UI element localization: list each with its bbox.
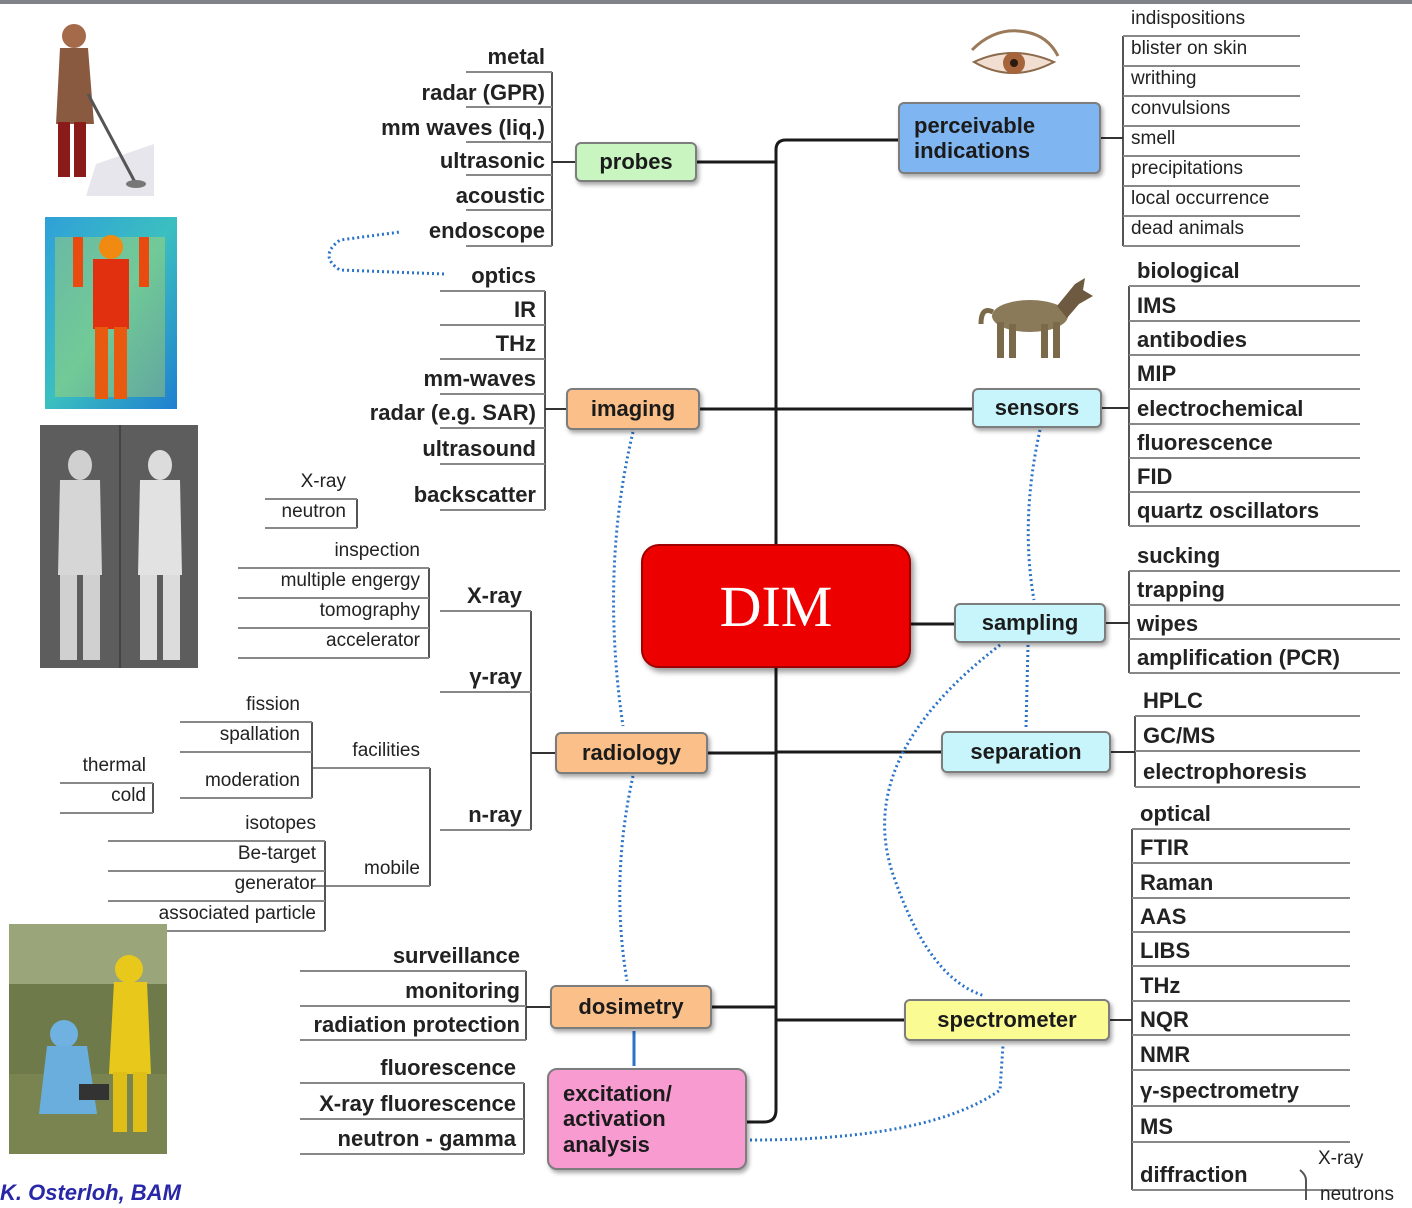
leaf-be-target: Be-target [237,843,316,864]
leaf-raman: Raman [1140,870,1214,895]
author-credit: K. Osterloh, BAM [0,1180,181,1205]
eye-drawing [966,22,1060,92]
leaf-surveillance: surveillance [392,943,520,968]
leaf-optics: optics [471,263,536,288]
leaf-multiple-engergy: multiple engergy [280,570,420,591]
leaf-neutron-gamma: neutron - gamma [337,1126,516,1151]
leaf-precipitations: precipitations [1131,158,1243,179]
central-node-dim: DIM [641,544,911,668]
leaf-dead-animals: dead animals [1131,218,1245,239]
leaf-nqr: NQR [1140,1007,1189,1032]
leaf-tomography: tomography [319,600,420,621]
leaf-hplc: HPLC [1143,688,1203,713]
top-rule [0,0,1412,4]
leaf-xray-fluorescence: X-ray fluorescence [319,1091,516,1116]
leaf-facilities: facilities [352,740,420,761]
leaf-thermal: thermal [82,755,146,776]
leaf-antibodies: antibodies [1137,327,1248,352]
leaf-writhing: writhing [1131,68,1197,89]
hub-imaging: imaging [566,388,700,430]
leaf-optical: optical [1140,801,1211,826]
leaf-sucking: sucking [1137,543,1221,568]
leaf-thz-imaging: THz [495,331,536,356]
leaf-endoscope: endoscope [428,218,545,243]
leaf-n-ray: n-ray [468,802,522,827]
leaf-xray: X-ray [466,583,522,608]
leaf-gamma-ray: γ-ray [469,664,522,689]
leaf-electrophoresis: electrophoresis [1143,759,1307,784]
leaf-ir: IR [514,297,536,322]
leaf-radar-sar: radar (e.g. SAR) [369,400,536,425]
leaf-radar-gpr: radar (GPR) [421,80,545,105]
leaf-mm-waves: mm-waves [423,366,536,391]
leaf-smell: smell [1131,128,1176,149]
leaf-biological: biological [1137,258,1240,283]
leaf-fluorescence-excitation: fluorescence [380,1055,516,1080]
leaf-fid: FID [1137,464,1173,489]
leaf-diffraction-xray: X-ray [1318,1148,1364,1169]
hub-radiology: radiology [555,732,708,774]
leaf-aas: AAS [1140,904,1187,929]
leaf-fluorescence-sensor: fluorescence [1137,430,1273,455]
leaf-libs: LIBS [1140,938,1191,963]
leaf-wipes: wipes [1137,611,1199,636]
leaf-diffraction-neutrons: neutrons [1320,1184,1394,1205]
leaf-indispositions: indispositions [1131,8,1246,29]
leaf-associated-particle: associated particle [158,903,316,924]
leaf-ims: IMS [1137,293,1177,318]
hub-sampling: sampling [954,603,1106,643]
leaf-gamma-spectrometry: γ-spectrometry [1140,1078,1299,1103]
hub-probes: probes [575,142,697,182]
leaf-acoustic: acoustic [455,183,545,208]
leaf-trapping: trapping [1137,577,1225,602]
leaf-accelerator: accelerator [326,630,420,651]
leaf-ultrasonic: ultrasonic [439,148,545,173]
leaf-isotopes: isotopes [245,813,316,834]
leaf-radiation-protection: radiation protection [313,1012,520,1037]
leaf-convulsions: convulsions [1131,98,1231,119]
leaf-quartz-oscillators: quartz oscillators [1137,498,1320,523]
thermal-image-person [45,217,177,409]
leaf-amplification-pcr: amplification (PCR) [1137,645,1340,670]
leaf-moderation: moderation [204,770,300,791]
photo-person-metal-detector [36,14,156,196]
leaf-mobile: mobile [364,858,420,879]
hub-excitation-activation-analysis: excitation/ activation analysis [547,1068,747,1170]
leaf-backscatter-neutron: neutron [281,501,346,522]
leaf-ms: MS [1140,1114,1173,1139]
leaf-metal: metal [487,44,545,69]
backscatter-xray-image [40,425,198,668]
hub-spectrometer: spectrometer [904,999,1110,1041]
leaf-spallation: spallation [219,724,300,745]
leaf-electrochemical: electrochemical [1137,396,1304,421]
hub-separation: separation [941,731,1111,773]
leaf-nmr: NMR [1140,1042,1191,1067]
leaf-ftir: FTIR [1140,835,1189,860]
hub-sensors: sensors [972,388,1102,428]
leaf-cold: cold [111,785,146,806]
leaf-backscatter: backscatter [413,482,536,507]
leaf-fission: fission [246,694,300,715]
leaf-diffraction: diffraction [1140,1162,1248,1187]
leaf-mip: MIP [1137,361,1177,386]
leaf-local-occurrence: local occurrence [1131,188,1270,209]
hub-perceivable-indications: perceivable indications [898,102,1101,174]
leaf-monitoring: monitoring [405,978,520,1003]
leaf-generator: generator [234,873,316,894]
leaf-inspection: inspection [334,540,420,561]
photo-hazmat-team [9,924,167,1154]
leaf-thz-spectrometer: THz [1140,973,1181,998]
dog-photo [978,278,1093,358]
leaf-blister-on-skin: blister on skin [1131,38,1248,59]
hub-dosimetry: dosimetry [550,985,712,1029]
leaf-backscatter-xray: X-ray [300,471,346,492]
leaf-gc-ms: GC/MS [1143,723,1216,748]
leaf-mm-waves-liq: mm waves (liq.) [381,115,545,140]
leaf-ultrasound: ultrasound [422,436,536,461]
